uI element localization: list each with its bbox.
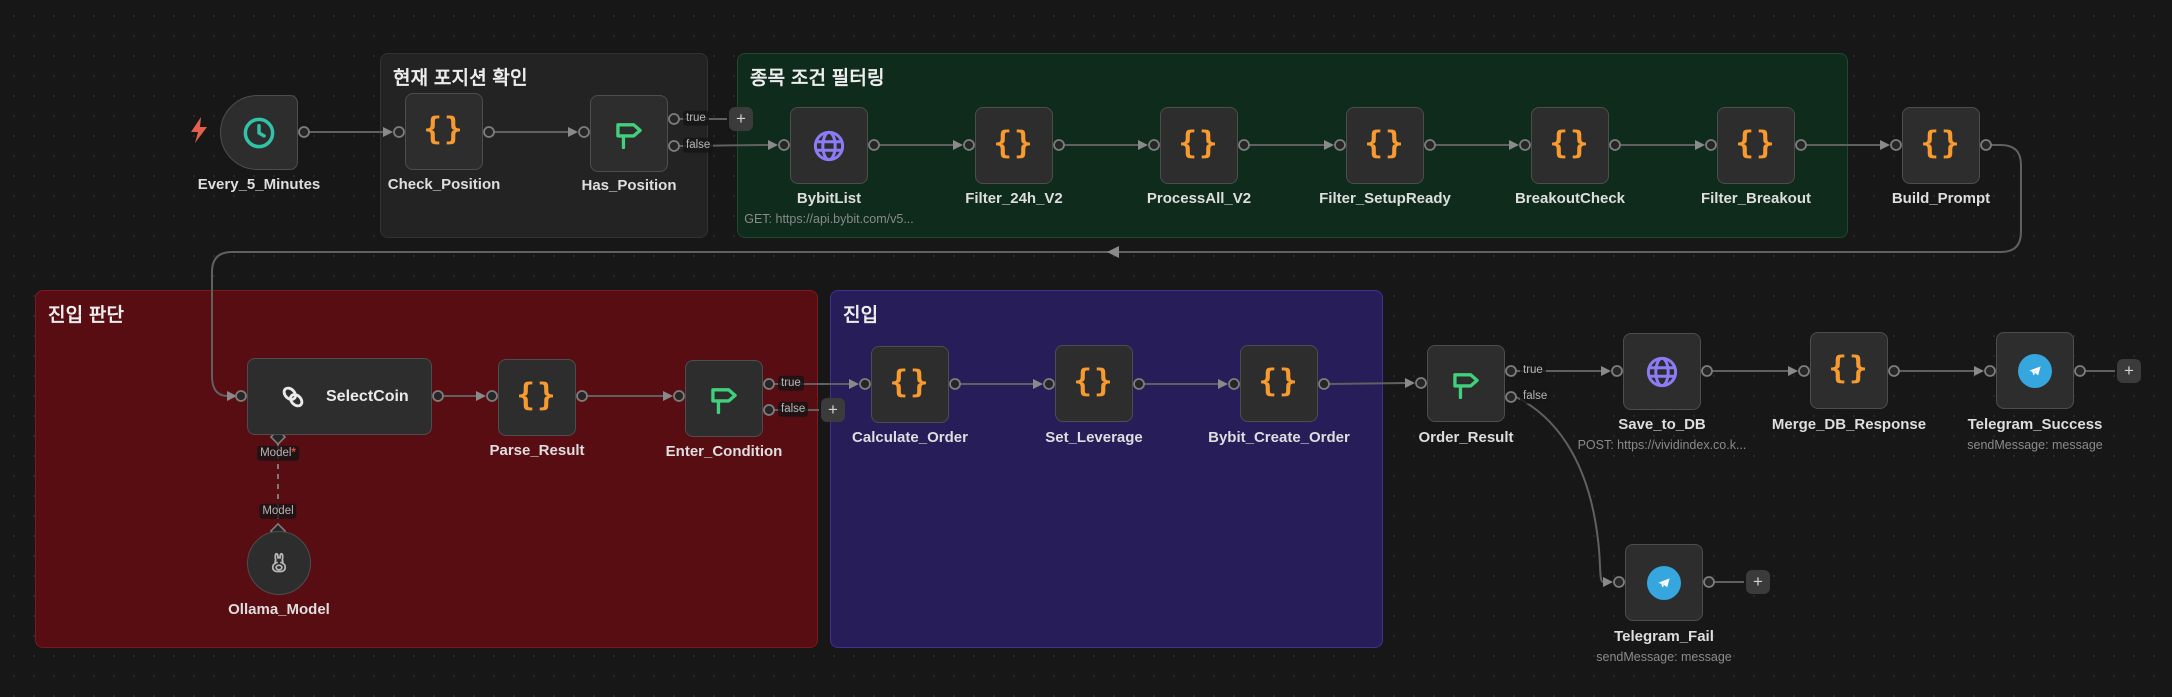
node-label: Enter_Condition	[665, 443, 783, 460]
output-label-false: false	[683, 137, 714, 153]
node-subtitle: POST: https://vividindex.co.k...	[1577, 438, 1747, 452]
code-icon: {}	[1735, 125, 1777, 161]
node-filter-breakout[interactable]: {}	[1717, 107, 1795, 184]
ollama-llama-icon	[271, 552, 287, 573]
node-set-leverage[interactable]: {}	[1055, 345, 1133, 422]
code-icon: {}	[1920, 125, 1962, 161]
node-label: Calculate_Order	[852, 429, 968, 446]
http-globe-icon	[813, 130, 845, 161]
node-check-position[interactable]: {}	[405, 93, 483, 170]
code-icon: {}	[1549, 125, 1591, 161]
http-globe-icon	[1646, 356, 1678, 387]
telegram-icon	[2018, 353, 2052, 388]
if-signpost-icon	[711, 387, 737, 414]
node-build-prompt[interactable]: {}	[1902, 107, 1980, 184]
node-label: Bybit_Create_Order	[1208, 429, 1350, 446]
group-title: 진입	[843, 305, 879, 326]
code-icon: {}	[993, 125, 1035, 161]
code-icon: {}	[1828, 350, 1870, 386]
output-label-true: true	[683, 110, 709, 126]
node-label: Ollama_Model	[228, 601, 330, 618]
output-label-false: false	[778, 401, 809, 417]
output-label-false: false	[1520, 388, 1551, 404]
node-label: Filter_24h_V2	[965, 190, 1063, 207]
clock-icon	[243, 117, 275, 148]
node-merge-db-response[interactable]: {}	[1810, 332, 1888, 409]
node-calculate-order[interactable]: {}	[871, 346, 949, 423]
node-label: Has_Position	[581, 177, 677, 194]
add-node-button[interactable]: +	[1746, 570, 1770, 594]
code-icon: {}	[516, 377, 558, 413]
node-filter-24h-v2[interactable]: {}	[975, 107, 1053, 184]
required-asterisk: *	[291, 446, 296, 459]
node-telegram-fail[interactable]	[1625, 544, 1703, 621]
node-label: Build_Prompt	[1891, 190, 1991, 207]
node-telegram-success[interactable]	[1996, 332, 2074, 409]
node-label: Every_5_Minutes	[197, 176, 321, 193]
group-entry-decision[interactable]: 진입 판단	[35, 290, 818, 648]
model-input-label: Model*	[257, 445, 299, 461]
node-save-to-db[interactable]	[1623, 333, 1701, 410]
node-processall-v2[interactable]: {}	[1160, 107, 1238, 184]
group-title: 현재 포지션 확인	[393, 68, 528, 89]
code-icon: {}	[1364, 125, 1406, 161]
model-output-label: Model	[259, 503, 297, 519]
node-parse-result[interactable]: {}	[498, 359, 576, 436]
node-label: ProcessAll_V2	[1146, 190, 1252, 207]
code-icon: {}	[1258, 363, 1300, 399]
node-every-5-minutes[interactable]	[220, 95, 298, 170]
telegram-icon	[1647, 565, 1681, 600]
node-label: Check_Position	[387, 176, 501, 193]
group-title: 종목 조건 필터링	[750, 68, 885, 89]
node-has-position[interactable]	[590, 95, 668, 172]
node-label: Merge_DB_Response	[1771, 416, 1927, 433]
node-filter-setupready[interactable]: {}	[1346, 107, 1424, 184]
node-order-result[interactable]	[1427, 345, 1505, 422]
code-icon: {}	[1073, 363, 1115, 399]
node-subtitle: sendMessage: message	[1596, 650, 1732, 664]
node-label: Filter_Breakout	[1700, 190, 1812, 207]
node-subtitle: sendMessage: message	[1967, 438, 2103, 452]
code-icon: {}	[423, 111, 465, 147]
node-bybit-create-order[interactable]: {}	[1240, 345, 1318, 422]
add-node-button[interactable]: +	[821, 398, 845, 422]
node-title: SelectCoin	[326, 387, 409, 405]
node-selectcoin[interactable]: SelectCoin	[247, 358, 432, 435]
node-ollama-model[interactable]	[247, 531, 311, 595]
chain-link-icon	[282, 386, 304, 407]
node-enter-condition[interactable]	[685, 360, 763, 437]
node-label: Order_Result	[1418, 429, 1514, 446]
group-title: 진입 판단	[48, 305, 125, 326]
node-subtitle: GET: https://api.bybit.com/v5...	[744, 212, 914, 226]
add-node-button[interactable]: +	[729, 107, 753, 131]
node-label: BreakoutCheck	[1514, 190, 1626, 207]
node-breakoutcheck[interactable]: {}	[1531, 107, 1609, 184]
trigger-bolt-icon	[191, 117, 207, 143]
node-label: Parse_Result	[489, 442, 585, 459]
node-bybitlist[interactable]	[790, 107, 868, 184]
code-icon: {}	[1178, 125, 1220, 161]
if-signpost-icon	[616, 122, 642, 149]
output-label-true: true	[1520, 362, 1546, 378]
node-label: Filter_SetupReady	[1319, 190, 1451, 207]
if-signpost-icon	[1453, 372, 1479, 399]
add-node-button[interactable]: +	[2117, 359, 2141, 383]
node-label: Set_Leverage	[1045, 429, 1143, 446]
output-label-true: true	[778, 375, 804, 391]
code-icon: {}	[889, 364, 931, 400]
